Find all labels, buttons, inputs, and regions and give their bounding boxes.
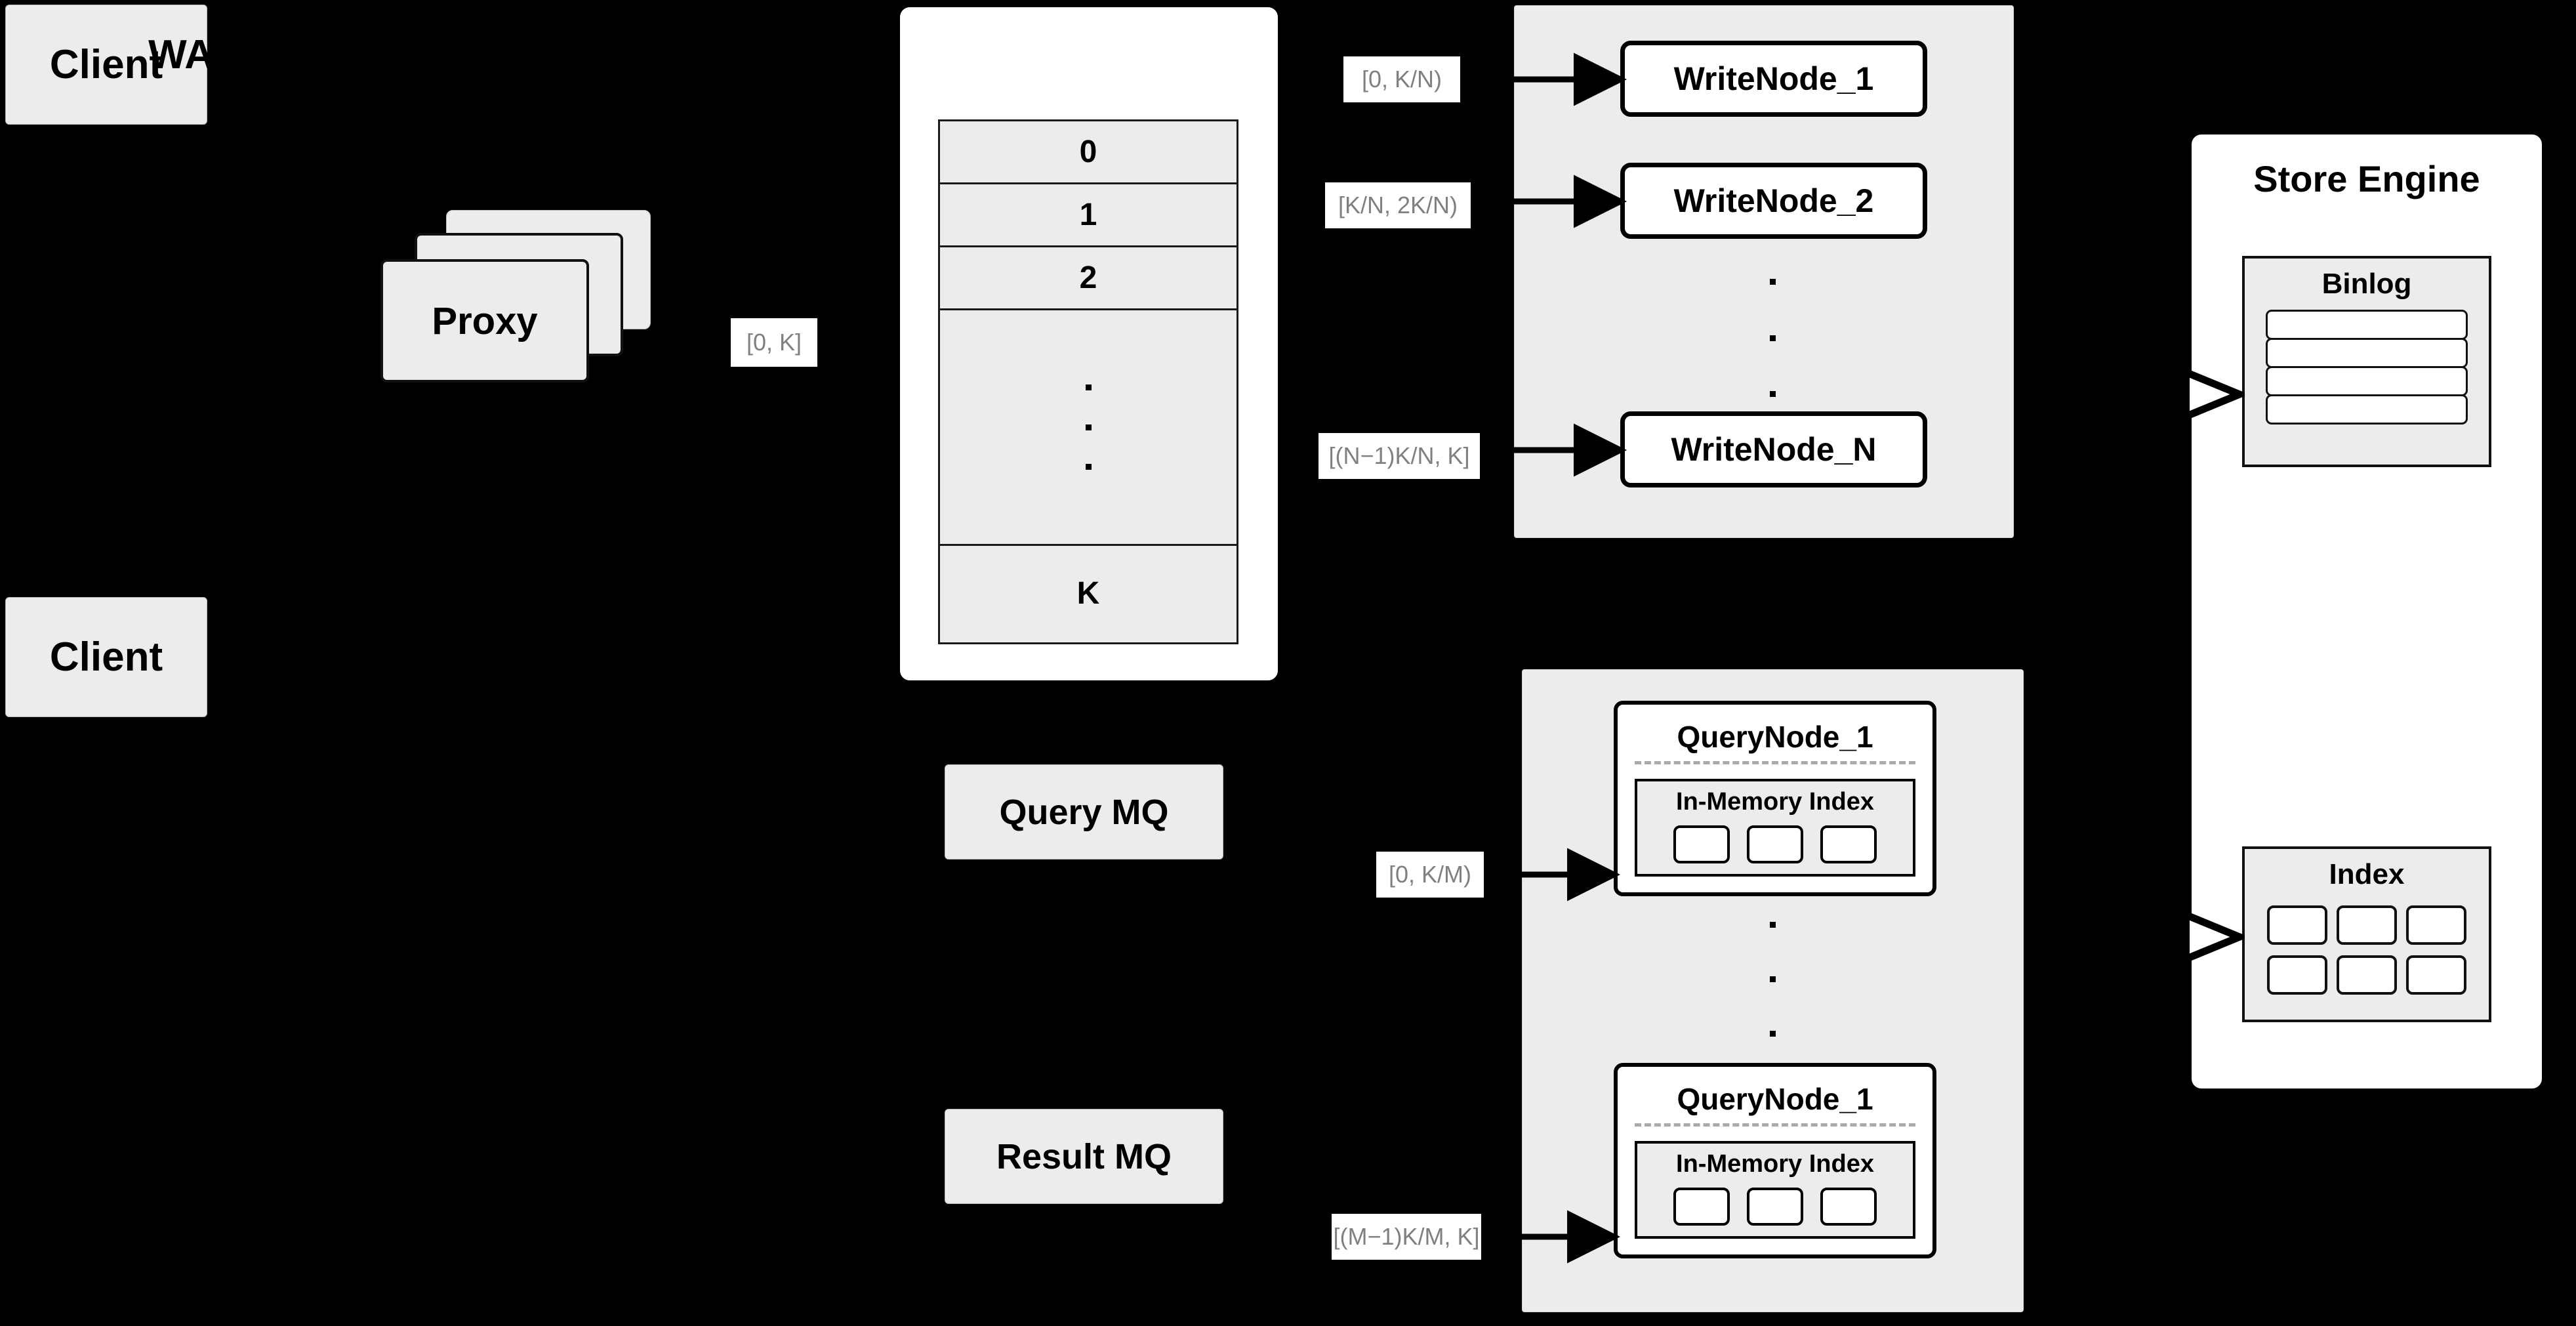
- index-segment: [1747, 825, 1803, 863]
- edge-label-write-node-n-range: [(N−1)K/N, K]: [1319, 433, 1480, 479]
- binlog-segment: [2266, 394, 2468, 425]
- in-memory-index-cells: [1637, 1188, 1913, 1226]
- index-segment: [2337, 905, 2397, 945]
- index-title: Index: [2329, 858, 2405, 890]
- edge-label-query-node-1-range: [0, K/M): [1376, 852, 1484, 898]
- binlog-container: Binlog: [2242, 256, 2491, 467]
- client-label: Client: [49, 42, 163, 87]
- index-segment: [2406, 955, 2466, 995]
- index-segment: [1820, 825, 1877, 863]
- vertical-ellipsis-icon: [1085, 384, 1092, 470]
- edge-label-write-node-1-range: [0, K/N): [1343, 56, 1460, 102]
- edge-label-write-node-2-range: [K/N, 2K/N): [1325, 182, 1471, 228]
- write-node-label: WriteNode_2: [1673, 182, 1874, 219]
- write-cluster-vertical-ellipsis-icon: [1765, 279, 1780, 397]
- in-memory-index-1: In-Memory Index: [1635, 779, 1915, 877]
- client-node-1[interactable]: Client: [5, 5, 207, 125]
- in-memory-index-title: In-Memory Index: [1676, 788, 1874, 816]
- index-container: Index: [2242, 846, 2491, 1022]
- result-mq-label: Result MQ: [996, 1136, 1172, 1176]
- index-segment: [2267, 905, 2327, 945]
- query-node-divider: [1635, 1123, 1915, 1127]
- query-mq-node[interactable]: Query MQ: [945, 764, 1223, 860]
- write-node-label: WriteNode_N: [1671, 431, 1877, 468]
- store-engine-title: Store Engine: [2253, 158, 2480, 199]
- query-node-1[interactable]: QueryNode_1 In-Memory Index: [1614, 701, 1936, 896]
- binlog-segments: [2266, 310, 2468, 425]
- index-segment: [2267, 955, 2327, 995]
- edge-label-proxy-range: [0, K]: [731, 318, 817, 367]
- query-mq-label: Query MQ: [999, 792, 1169, 832]
- in-memory-index-2: In-Memory Index: [1635, 1141, 1915, 1239]
- binlog-title: Binlog: [2321, 268, 2412, 300]
- client-node-2[interactable]: Client: [5, 597, 207, 717]
- index-segment: [2337, 955, 2397, 995]
- wal-row: K: [940, 546, 1237, 640]
- write-node-2[interactable]: WriteNode_2: [1620, 163, 1927, 239]
- query-node-divider: [1635, 761, 1915, 764]
- wal-row: 2: [940, 247, 1237, 310]
- binlog-segment: [2266, 310, 2468, 340]
- write-node-n[interactable]: WriteNode_N: [1620, 411, 1927, 487]
- in-memory-index-title: In-Memory Index: [1676, 1150, 1874, 1178]
- proxy-node[interactable]: Proxy: [380, 259, 589, 383]
- in-memory-index-cells: [1637, 825, 1913, 863]
- write-node-1[interactable]: WriteNode_1: [1620, 41, 1927, 117]
- binlog-segment: [2266, 366, 2468, 396]
- result-mq-node[interactable]: Result MQ: [945, 1109, 1223, 1204]
- edge-label-query-node-m-range: [(M−1)K/M, K]: [1332, 1214, 1481, 1260]
- proxy-stack[interactable]: Proxy: [374, 210, 676, 433]
- index-segment: [1747, 1188, 1803, 1226]
- wal-row: 1: [940, 184, 1237, 247]
- index-segment: [2406, 905, 2466, 945]
- query-node-label: QueryNode_1: [1677, 1082, 1873, 1116]
- index-segment: [1673, 1188, 1730, 1226]
- query-node-label: QueryNode_1: [1677, 720, 1873, 754]
- wal-row-ellipsis: [940, 310, 1237, 546]
- write-node-label: WriteNode_1: [1673, 60, 1874, 97]
- client-label: Client: [49, 634, 163, 680]
- index-segment: [1820, 1188, 1877, 1226]
- wal-row: 0: [940, 121, 1237, 184]
- query-cluster-vertical-ellipsis-icon: [1765, 922, 1780, 1037]
- index-cells: [2267, 905, 2466, 995]
- index-segment: [1673, 825, 1730, 863]
- wal-table: 0 1 2 K: [938, 119, 1238, 644]
- binlog-segment: [2266, 338, 2468, 368]
- proxy-label: Proxy: [432, 299, 538, 342]
- query-node-m[interactable]: QueryNode_1 In-Memory Index: [1614, 1063, 1936, 1258]
- wal-title: WAL: [148, 32, 239, 77]
